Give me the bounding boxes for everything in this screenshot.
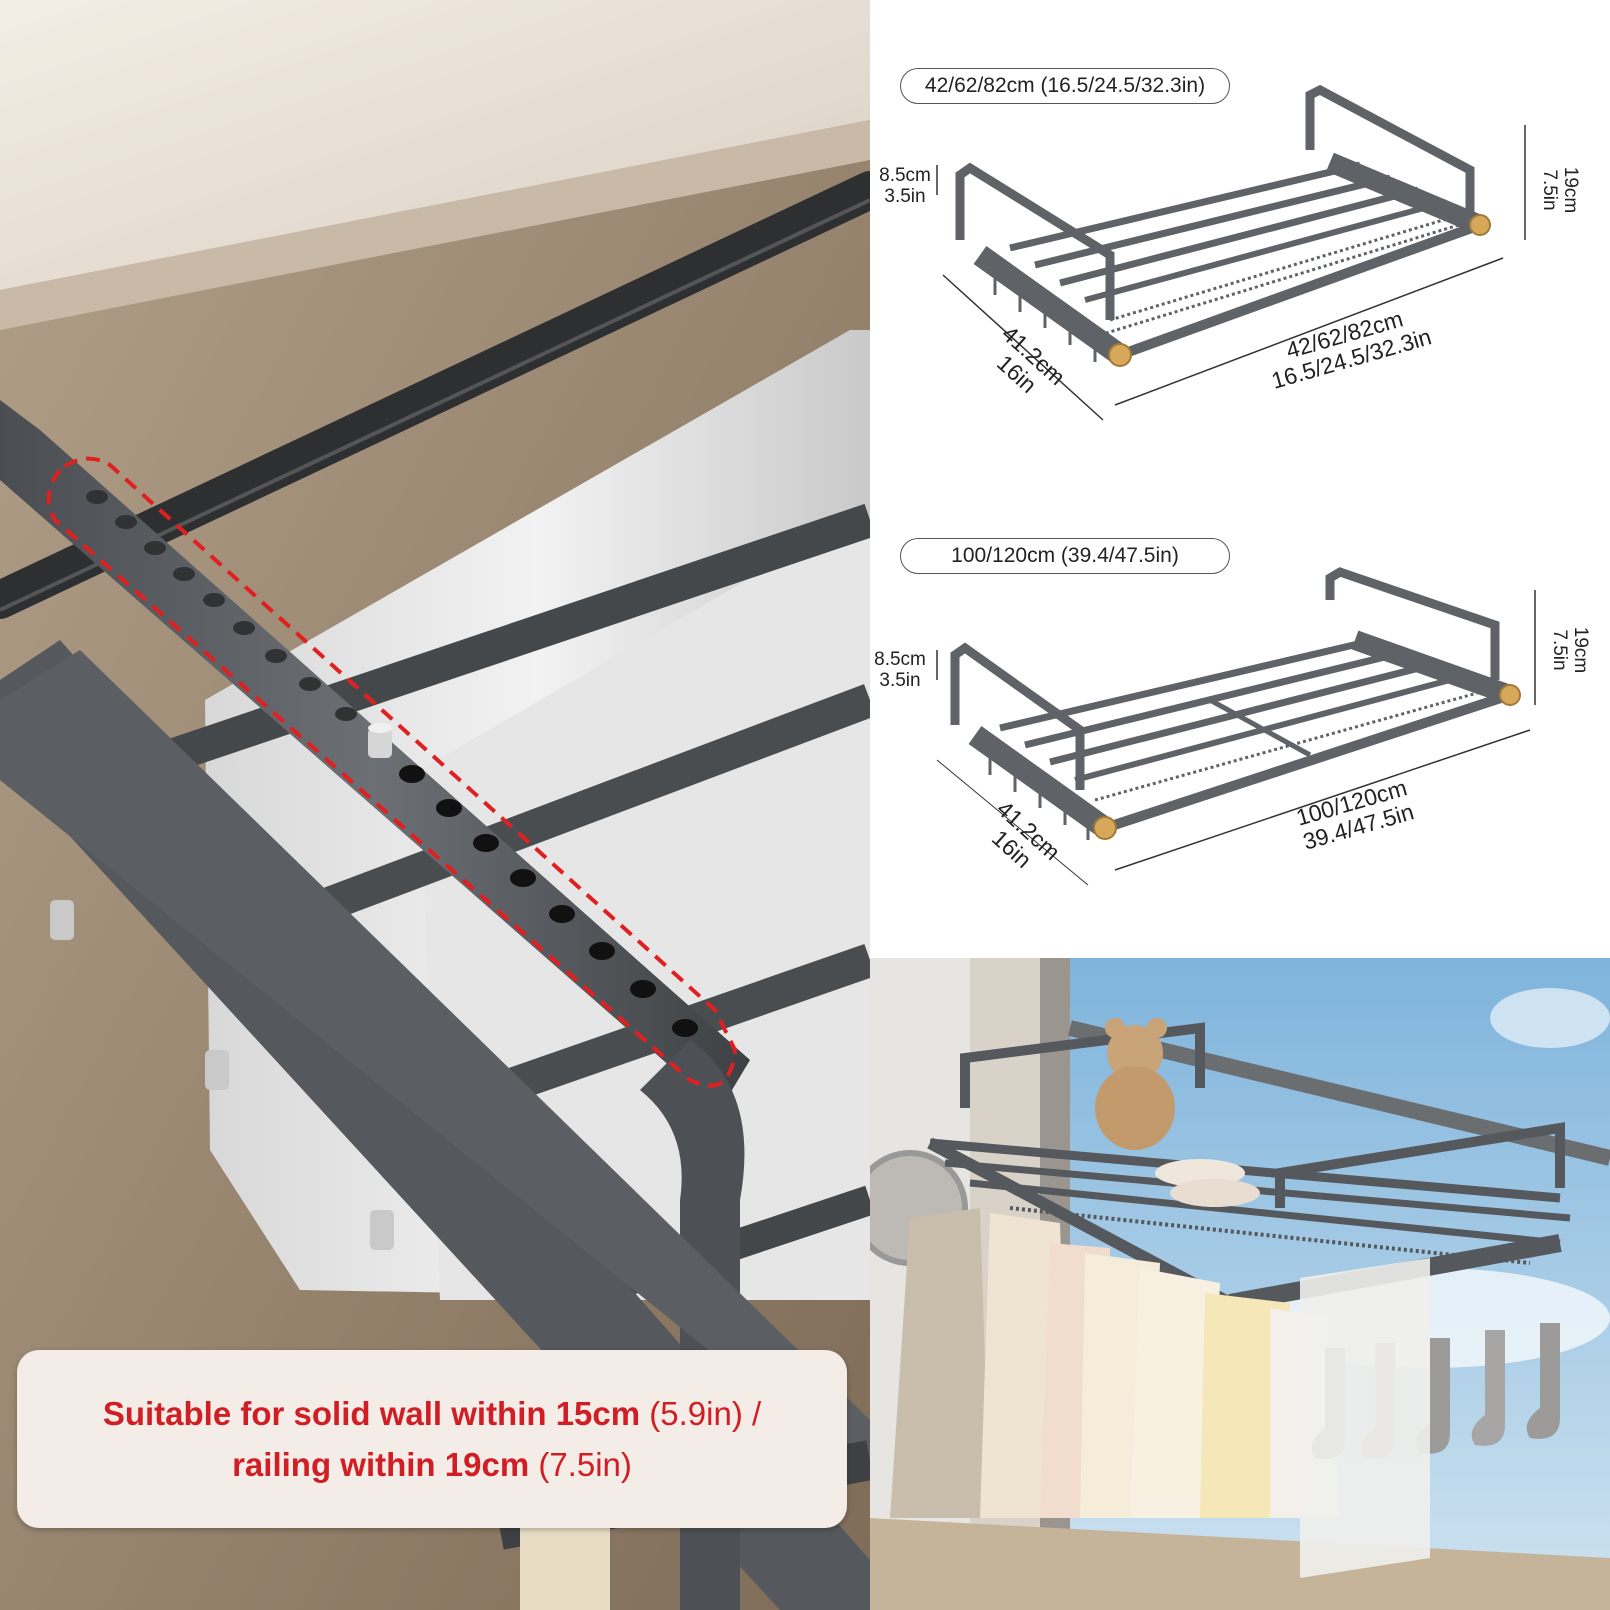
clip-icon bbox=[50, 900, 394, 1250]
adjustment-hole-icon bbox=[86, 490, 698, 1037]
size-label-small: 42/62/82cm (16.5/24.5/32.3in) bbox=[900, 68, 1230, 104]
usage-photo bbox=[870, 958, 1610, 1610]
size-label-large: 100/120cm (39.4/47.5in) bbox=[900, 538, 1230, 574]
closeup-photo: Suitable for solid wall within 15cm (5.9… bbox=[0, 0, 870, 1610]
rack-diagram-small bbox=[936, 84, 1526, 421]
locking-pin-icon bbox=[368, 723, 392, 758]
caption-line-1: Suitable for solid wall within 15cm (5.9… bbox=[102, 1394, 762, 1432]
adjustment-highlight bbox=[46, 456, 738, 1088]
rack-diagram-large bbox=[936, 567, 1536, 886]
caption-line-2: railing within 19cm (7.5in) bbox=[232, 1446, 632, 1483]
feature-caption: Suitable for solid wall within 15cm (5.9… bbox=[17, 1350, 847, 1528]
